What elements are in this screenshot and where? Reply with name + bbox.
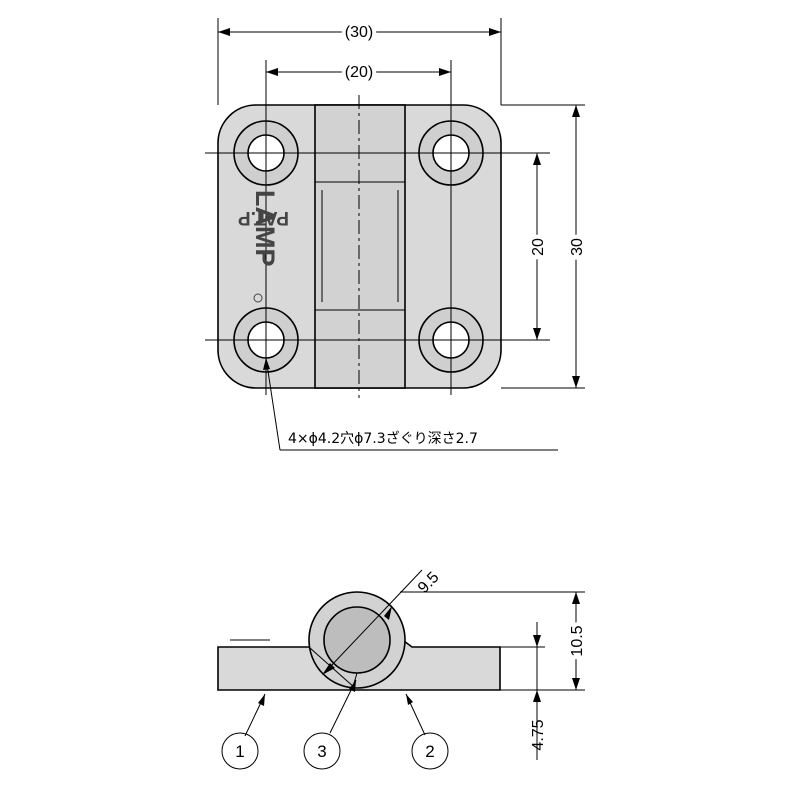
- dim-total-height: 10.5: [569, 625, 586, 656]
- callout-2: 2: [411, 732, 449, 770]
- top-view: LAMP PAT.P (30) (20) 20 30 4×ϕ4.2穴ϕ7.3ざぐ…: [205, 18, 590, 451]
- dim-width-outer: (30): [345, 24, 373, 41]
- callout-1: 1: [221, 732, 259, 770]
- dim-width-holes: (20): [345, 64, 373, 81]
- callout-3-label: 3: [317, 742, 326, 761]
- patent-mark: PAT.P: [238, 207, 289, 228]
- dim-plate-thickness: 4.75: [530, 719, 547, 750]
- side-view: 9.5 10.5 4.75 1 3 2: [217, 569, 590, 770]
- dim-height-outer: 30: [569, 238, 586, 256]
- registered-icon: [253, 293, 263, 303]
- callout-1-label: 1: [235, 742, 244, 761]
- dim-height-holes: 20: [530, 238, 547, 256]
- knuckle-strip: [314, 104, 406, 389]
- callout-3: 3: [303, 732, 341, 770]
- callout-2-label: 2: [425, 742, 434, 761]
- hole-note: 4×ϕ4.2穴ϕ7.3ざぐり深さ2.7: [288, 430, 478, 447]
- logo-mark: LAMP: [250, 190, 280, 267]
